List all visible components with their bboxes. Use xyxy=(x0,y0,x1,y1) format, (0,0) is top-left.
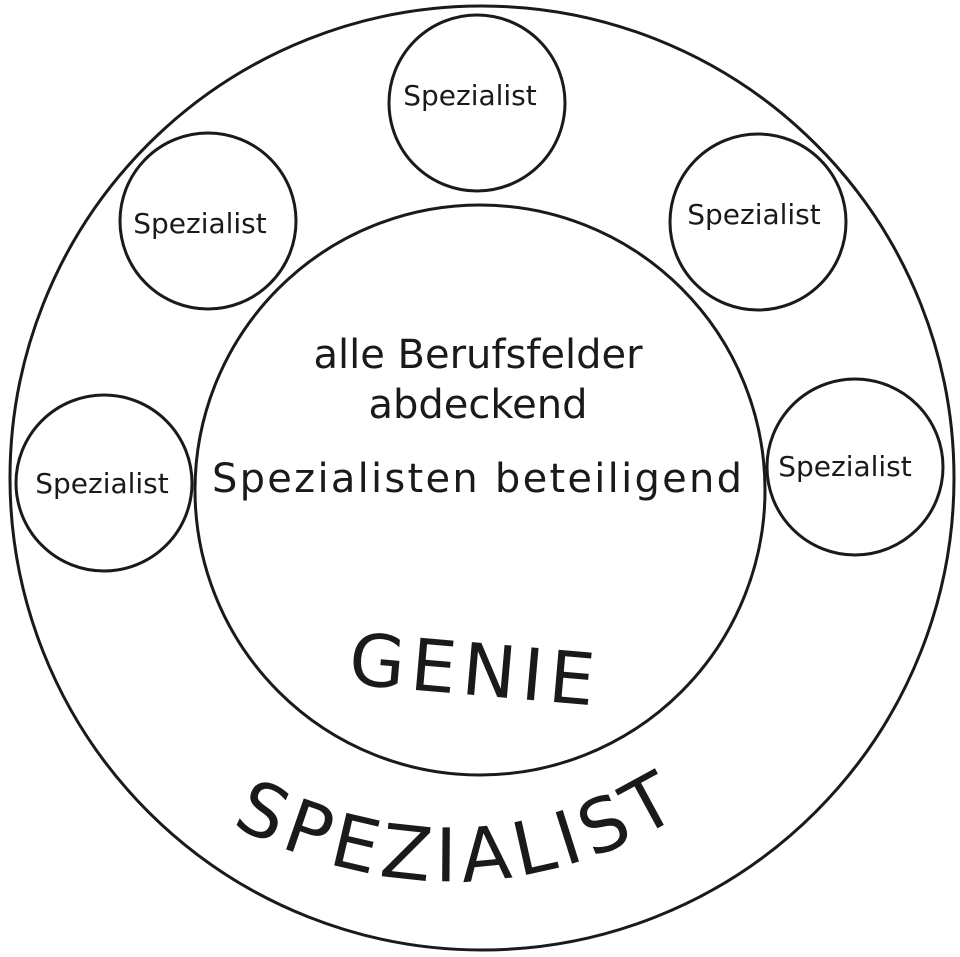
center-line-3: Spezialisten beteiligend xyxy=(212,456,742,502)
center-line-2: abdeckend xyxy=(369,382,588,428)
satellite-circle xyxy=(118,131,298,311)
inner-title-genie: GENIE xyxy=(346,617,604,723)
satellite-label: Spezialist xyxy=(133,207,267,240)
center-line-1: alle Berufsfelder xyxy=(313,332,643,378)
satellite-label: Spezialist xyxy=(778,450,912,483)
satellite-label: Spezialist xyxy=(687,198,821,231)
satellite-right: Spezialist xyxy=(765,377,945,557)
satellite-circle xyxy=(765,377,945,557)
satellite-circle xyxy=(14,393,194,573)
satellite-circle xyxy=(668,132,848,312)
satellite-upper-left: Spezialist xyxy=(118,131,298,311)
satellite-upper-right: Spezialist xyxy=(668,132,848,312)
satellite-left: Spezialist xyxy=(14,393,194,573)
satellite-label: Spezialist xyxy=(35,467,169,500)
satellite-label: Spezialist xyxy=(403,79,537,112)
satellite-top: Spezialist xyxy=(387,13,567,193)
satellite-circle xyxy=(387,13,567,193)
inner-circle-genie xyxy=(193,203,767,777)
outer-circle xyxy=(8,4,956,952)
